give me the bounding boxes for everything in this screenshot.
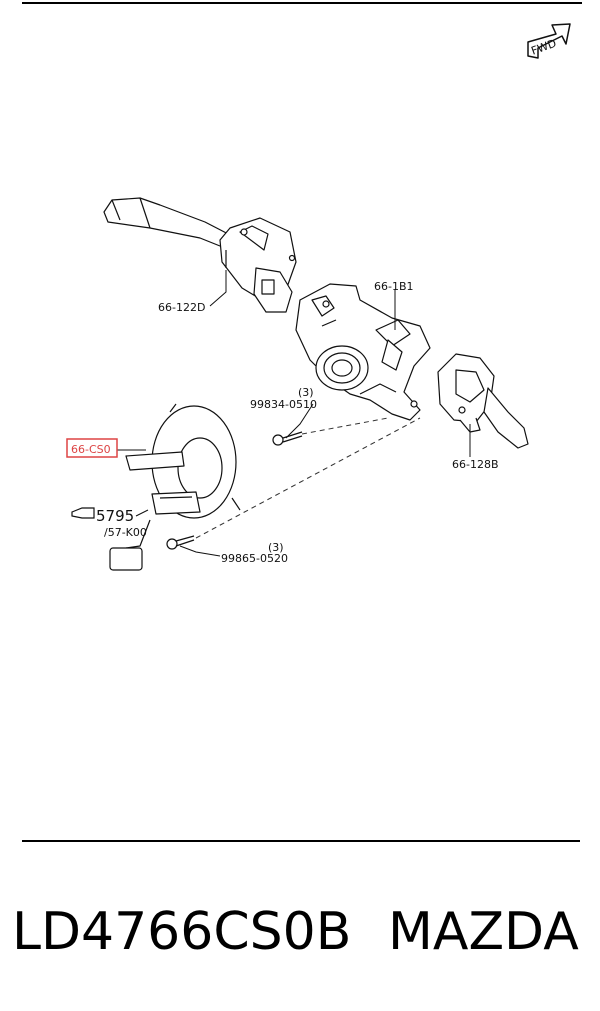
label-switch-right: 66-128B <box>452 458 499 471</box>
screw-bottom-part <box>166 535 195 550</box>
top-rule <box>22 2 582 4</box>
label-ref-code: 5795 <box>96 507 134 525</box>
brand-name: MAZDA <box>388 902 579 962</box>
bottom-rule <box>22 840 580 842</box>
label-screw-top: 99834-0510 <box>250 398 317 411</box>
label-ref-sub: /57-K00 <box>104 526 147 539</box>
left-switch-part <box>103 197 297 313</box>
screw-top-part <box>272 431 303 446</box>
label-clock-spring: 66-CS0 <box>71 443 111 456</box>
clock-spring-part <box>109 403 241 571</box>
label-screw-top-qty: (3) <box>298 386 314 399</box>
leader-lines <box>117 270 471 557</box>
label-screw-bottom: 99865-0520 <box>221 552 288 565</box>
assembly-lines <box>195 417 421 539</box>
clock-spring-highlight <box>66 438 118 458</box>
label-screw-bottom-qty: (3) <box>268 541 284 554</box>
part-number: LD4766CS0B <box>12 902 352 962</box>
fwd-arrow-icon: FWD <box>527 23 571 59</box>
label-switch-left: 66-122D <box>158 301 205 314</box>
center-housing-part <box>295 283 431 421</box>
label-housing: 66-1B1 <box>374 280 414 293</box>
right-switch-part <box>437 353 529 449</box>
pointing-hand-icon <box>71 507 95 519</box>
